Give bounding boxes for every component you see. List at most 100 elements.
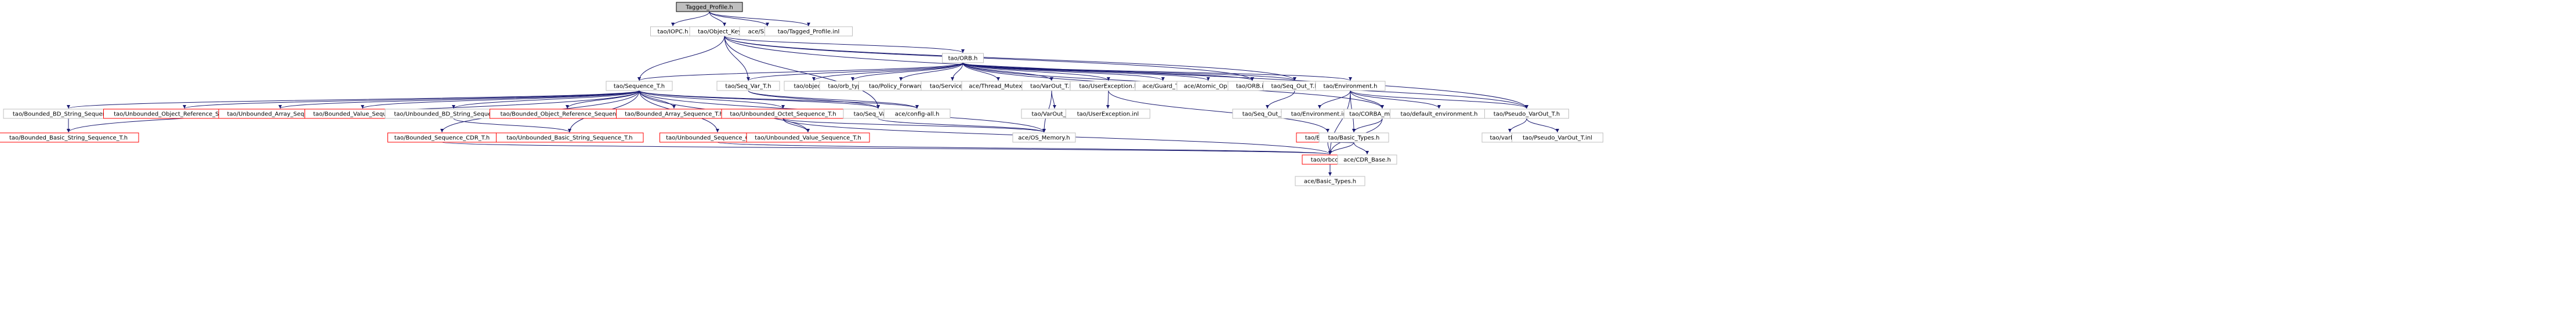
node-box (0, 132, 139, 143)
node-label: tao/Environment.inl (1291, 111, 1348, 118)
node-label: tao/Bounded_Sequence_CDR_T.h (394, 135, 490, 142)
edge-arrowhead (915, 105, 919, 109)
node-n29[interactable]: ace/config-all.h (883, 109, 951, 119)
node-n46[interactable]: tao/Pseudo_VarOut_T.inl (1512, 132, 1603, 143)
node-label: tao/Seq_Out_T.inl (1242, 111, 1293, 118)
node-label: tao/Unbounded_Object_Reference_Sequence_… (114, 111, 255, 118)
node-box (1066, 109, 1150, 119)
edge-arrowhead (672, 105, 676, 109)
node-n42[interactable]: ace/OS_Memory.h (1012, 132, 1076, 143)
node-n31[interactable]: tao/UserException.inl (1066, 109, 1150, 119)
node-label: tao/UserException.inl (1077, 111, 1139, 118)
include-edge (962, 62, 1109, 81)
edge-arrowhead (723, 23, 726, 26)
include-edge (639, 35, 725, 81)
node-label: tao/Pseudo_VarOut_T.inl (1523, 135, 1592, 142)
node-label: ace/Basic_Types.h (1304, 179, 1356, 185)
node-label: tao/Bounded_Object_Reference_Sequence_T.… (501, 111, 635, 118)
node-n4[interactable]: tao/Tagged_Profile.inl (765, 26, 853, 37)
include-edge (1350, 90, 1440, 109)
node-box (1484, 109, 1569, 119)
node-box (883, 109, 951, 119)
edge-arrowhead (1437, 105, 1441, 109)
edge-arrowhead (637, 77, 641, 81)
node-box (1295, 176, 1365, 186)
include-edge (962, 62, 1209, 81)
edge-arrowhead (1161, 77, 1165, 81)
include-edge (1350, 90, 1527, 109)
node-n49[interactable]: ace/Basic_Types.h (1295, 176, 1365, 186)
edge-arrowhead (1326, 129, 1329, 132)
include-edge (962, 62, 1351, 81)
node-n39[interactable]: tao/Bounded_Sequence_CDR_T.h (387, 132, 497, 143)
include-edge (1267, 90, 1295, 109)
include-edge (1509, 118, 1527, 133)
node-label: tao/Seq_Var_T.h (725, 84, 771, 90)
node-label: tao/Unbounded_Octet_Sequence_T.h (730, 111, 836, 118)
edge-arrowhead (961, 49, 965, 53)
node-n35[interactable]: tao/default_environment.h (1390, 109, 1488, 119)
node-label: tao/orbconf.h (1311, 157, 1349, 164)
node-label: tao/Environment.h (1324, 84, 1378, 90)
include-edge (1526, 118, 1558, 133)
node-n1[interactable]: tao/IOPC.h (650, 26, 695, 37)
node-box (746, 132, 870, 143)
include-edge (782, 118, 1045, 133)
node-n36[interactable]: tao/Pseudo_VarOut_T.h (1484, 109, 1569, 119)
node-label: tao/Bounded_BD_String_Sequence_T.h (13, 111, 124, 118)
edge-arrowhead (568, 129, 571, 132)
node-box (1318, 132, 1389, 143)
edge-arrowhead (566, 105, 569, 109)
node-n41[interactable]: tao/Unbounded_Value_Sequence_T.h (746, 132, 870, 143)
include-edge (709, 11, 768, 27)
node-n37[interactable]: tao/Bounded_Basic_String_Sequence_T.h (0, 132, 139, 143)
edge-arrowhead (1508, 129, 1512, 132)
node-label: tao/ServicesC.h (930, 84, 975, 90)
node-box (1337, 154, 1397, 165)
node-label: tao/Bounded_Value_Sequence_T.h (313, 111, 412, 118)
node-label: tao/Unbounded_Value_Sequence_T.h (755, 135, 861, 142)
include-edge (724, 35, 879, 109)
node-n6[interactable]: tao/Sequence_T.h (606, 81, 673, 91)
include-edge (1353, 118, 1383, 133)
edge-arrowhead (876, 105, 880, 109)
node-n48[interactable]: ace/CDR_Base.h (1337, 154, 1397, 165)
include-edge (441, 142, 1331, 155)
include-edge (748, 90, 918, 109)
edge-arrowhead (278, 105, 282, 109)
edge-arrowhead (452, 105, 455, 109)
node-label: Tagged_Profile.h (685, 5, 733, 11)
edge-arrowhead (1106, 105, 1110, 109)
include-edge (453, 90, 640, 109)
node-n26[interactable]: tao/Bounded_Array_Sequence_T.h (616, 109, 732, 119)
node-n5[interactable]: tao/ORB.h (942, 53, 984, 63)
edge-arrowhead (807, 23, 810, 26)
node-n38[interactable]: tao/Unbounded_Basic_String_Sequence_T.h (495, 132, 644, 143)
node-label: ace/CDR_Base.h (1343, 157, 1391, 164)
include-edge (68, 90, 640, 109)
node-n44[interactable]: tao/Basic_Types.h (1318, 132, 1389, 143)
node-n7[interactable]: tao/Seq_Var_T.h (716, 81, 780, 91)
node-label: ace/Guard_T.h (1142, 84, 1183, 90)
node-label: tao/Policy_ForwardC.h (869, 84, 933, 90)
node-label: ace/Atomic_Op.h (1184, 84, 1233, 90)
include-edge (962, 62, 1164, 81)
include-edge (1329, 90, 1351, 155)
include-edge (878, 118, 1045, 133)
node-label: tao/Basic_Types.h (1328, 135, 1380, 142)
edge-arrowhead (67, 105, 70, 109)
node-n27[interactable]: tao/Unbounded_Octet_Sequence_T.h (721, 109, 845, 119)
edge-arrowhead (1525, 105, 1528, 109)
node-label: tao/Seq_Out_T.h (1271, 84, 1318, 90)
include-edge (639, 62, 963, 81)
node-box (676, 2, 743, 12)
node-box (1315, 81, 1386, 91)
node-n0: Tagged_Profile.h (676, 2, 743, 12)
node-label: tao/default_environment.h (1401, 111, 1478, 118)
edge-arrowhead (1042, 129, 1046, 132)
node-n19[interactable]: tao/Environment.h (1315, 81, 1386, 91)
edge-arrowhead (1352, 129, 1356, 132)
node-label: tao/Unbounded_BD_String_Sequence_T.h (394, 111, 513, 118)
edge-arrowhead (1266, 105, 1269, 109)
